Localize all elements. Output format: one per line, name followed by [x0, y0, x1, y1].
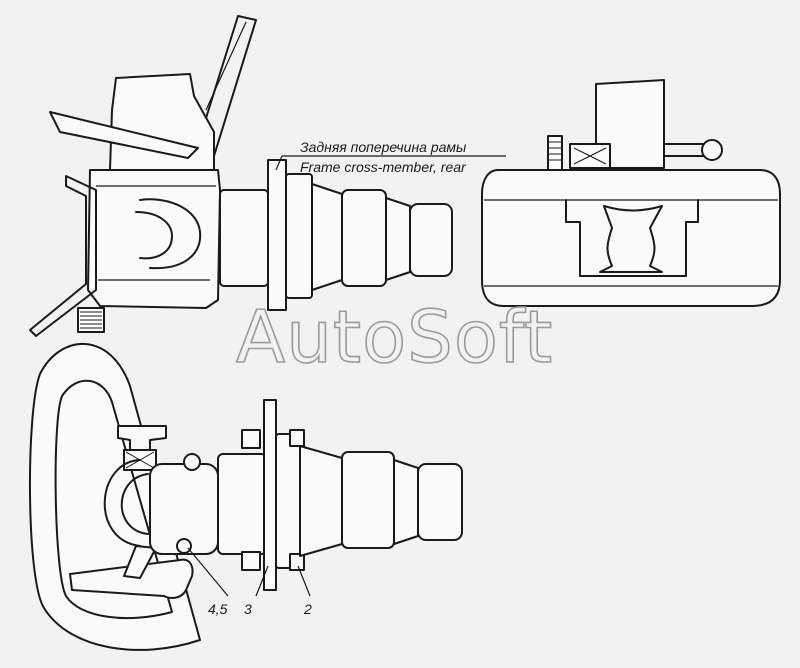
rear-cap — [595, 79, 665, 169]
shaft-flange-plan — [217, 453, 267, 555]
rear-bracket — [565, 199, 699, 277]
bolt-bottom-left — [241, 551, 261, 571]
caption-ru: Задняя поперечина рамы — [300, 139, 467, 155]
jaw-opening — [139, 198, 202, 270]
hitch-cap — [109, 73, 215, 171]
caption-en: Frame cross-member, rear — [300, 159, 467, 175]
rear-spring — [547, 135, 611, 171]
hitch-rear-view — [481, 79, 781, 307]
callout-2: 2 — [303, 601, 312, 617]
leader-4-5 — [187, 547, 229, 597]
frame-crossmember-plan — [263, 399, 277, 591]
hitch-side-view — [29, 15, 453, 337]
bolt-top-left — [241, 429, 261, 449]
lever-raised — [195, 15, 257, 157]
leader-2 — [297, 565, 311, 597]
guide-plate — [29, 175, 97, 337]
shaft-end-top — [409, 203, 453, 277]
frame-crossmember-top — [267, 159, 287, 311]
rod — [69, 558, 194, 599]
shaft-end-plan — [417, 463, 463, 541]
hitch-body — [87, 169, 221, 309]
caption-block: Задняя поперечина рамы Frame cross-membe… — [275, 139, 506, 175]
callout-4-5: 4,5 — [208, 601, 228, 617]
lever-lowered — [49, 111, 199, 159]
hitch-plan-view — [28, 342, 463, 651]
callouts: 4,5 3 2 — [187, 547, 312, 617]
leader-3 — [255, 565, 269, 597]
clevis-outer — [103, 459, 141, 547]
shaft-flange-1 — [219, 189, 269, 287]
watermark: AutoSoft — [236, 295, 553, 379]
callout-3: 3 — [244, 601, 252, 617]
rear-coupling — [599, 205, 663, 273]
spring — [77, 307, 105, 333]
